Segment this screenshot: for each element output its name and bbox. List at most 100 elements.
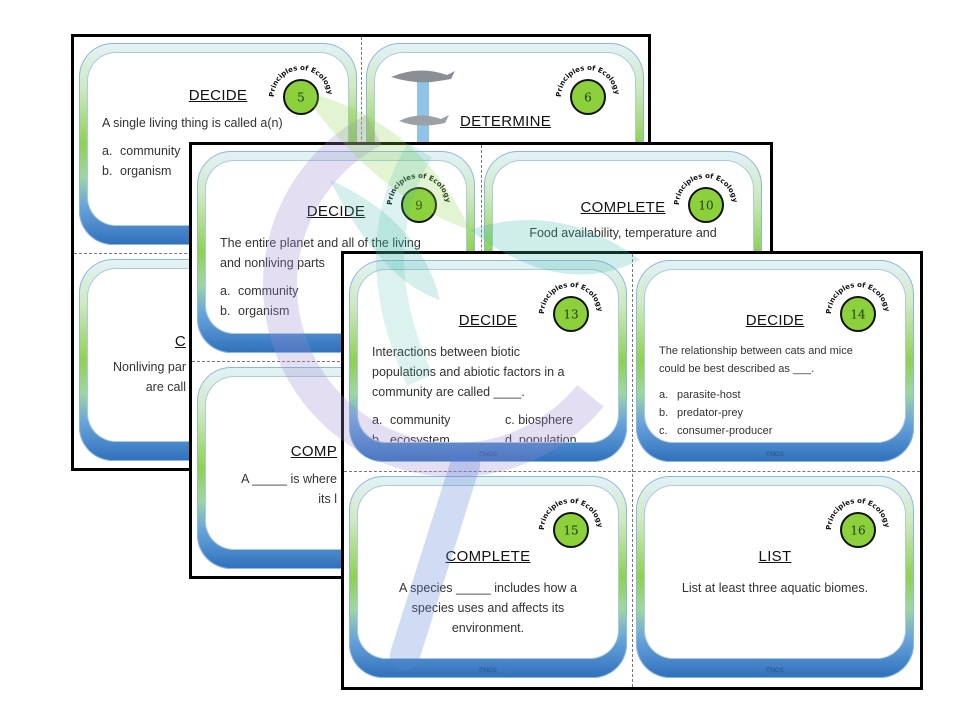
option-letter: c.	[659, 425, 668, 437]
card-title: COMP	[290, 443, 337, 460]
question-line: Food availability, temperature and	[529, 226, 717, 240]
answer-option-row: b. organism	[220, 301, 452, 321]
task-card-content: Principles of Ecology 14 DECIDE The relati…	[645, 270, 905, 442]
copyright-label: ©NGS	[479, 668, 497, 674]
answer-option-row: c. consumer-producer	[659, 422, 891, 440]
option-letter: a.	[372, 413, 383, 427]
card-question: List at least three aquatic biomes.	[659, 578, 891, 598]
question-line: Interactions between biotic	[372, 345, 521, 359]
task-card-sheet-front: Principles of Ecology 13 DECIDE Interactio…	[341, 251, 923, 690]
card-title: COMPLETE	[580, 199, 666, 216]
card-title: DECIDE	[188, 87, 248, 104]
answer-option-row: d.scavenger-carrion	[659, 440, 891, 442]
card-number-badge: Principles of Ecology 9	[386, 172, 452, 223]
answer-option-row: a. community	[220, 281, 452, 301]
card-question: A single living thing is called a(n) a. co…	[102, 113, 334, 181]
card-number: 10	[698, 199, 713, 213]
question-line: are call	[145, 380, 186, 394]
card-title: LIST	[758, 548, 792, 565]
card-question: The relationship between cats and mice co…	[659, 342, 891, 442]
question-line: A species _____ includes how a	[399, 581, 577, 595]
card-title: DETERMINE	[460, 113, 552, 130]
task-card: Principles of Ecology 14 DECIDE The relati…	[636, 260, 914, 462]
card-title: DECIDE	[745, 312, 805, 329]
question-line: The relationship between cats and mice	[659, 345, 853, 357]
card-question: Nonliving par are call	[98, 357, 186, 397]
question-line: species uses and affects its	[411, 601, 565, 615]
option-letter: a.	[659, 389, 669, 401]
card-question: The entire planet and all of the living a…	[220, 233, 452, 321]
card-number: 14	[850, 308, 866, 322]
option-text: scavenger-carrion	[677, 440, 792, 442]
card-number-badge: Principles of Ecology 5	[268, 64, 334, 115]
badge-circle	[840, 512, 876, 548]
option-text: c. biosphere	[505, 413, 574, 427]
badge-circle	[553, 512, 589, 548]
task-card: Principles of Ecology 13 DECIDE Interactio…	[349, 260, 627, 462]
option-text: consumer-producer	[677, 425, 773, 437]
card-number: 13	[563, 308, 578, 322]
card-title: COMPLETE	[445, 548, 531, 565]
copyright-label: ©NGS	[766, 668, 784, 674]
option-letter: a.	[220, 284, 231, 298]
card-title: DECIDE	[306, 203, 366, 220]
option-text: predator-prey	[677, 407, 744, 419]
card-number-badge: Principles of Ecology 10	[673, 172, 739, 223]
card-number-badge: Principles of Ecology 14	[825, 281, 891, 332]
option-text: d. population	[505, 433, 577, 442]
card-number-badge: Principles of Ecology 13	[538, 281, 604, 332]
card-number: 16	[850, 524, 865, 538]
question-line: A _____ is where	[241, 472, 337, 486]
copyright-label: ©NGS	[479, 452, 497, 458]
option-text: parasite-host	[677, 389, 741, 401]
copyright-label: ©NGS	[766, 452, 784, 458]
card-question: A species _____ includes how a species us…	[372, 578, 604, 638]
option-text: organism	[238, 304, 290, 318]
option-text: community	[238, 284, 299, 298]
card-title: C	[174, 333, 186, 350]
option-text: community	[120, 144, 181, 158]
question-line: populations and abiotic factors in a	[372, 365, 565, 379]
question-line: List at least three aquatic biomes.	[681, 581, 869, 595]
task-card-content: Principles of Ecology 16 LIST List at leas…	[645, 486, 905, 658]
question-line: environment.	[451, 621, 525, 635]
answer-options: a. community b.organism	[102, 141, 334, 181]
answer-options: a. community b. organism	[220, 281, 452, 321]
card-number-badge: Principles of Ecology 15	[538, 497, 604, 548]
badge-circle	[688, 187, 724, 223]
food-chain-image	[391, 70, 455, 166]
card-title: DECIDE	[458, 312, 518, 329]
task-card: Principles of Ecology 16 LIST List at leas…	[636, 476, 914, 678]
task-card: Principles of Ecology 15 COMPLETE A specie…	[349, 476, 627, 678]
option-letter: b.	[220, 304, 231, 318]
question-line: A single living thing is called a(n)	[102, 116, 283, 130]
badge-circle	[840, 296, 876, 332]
badge-circle	[553, 296, 589, 332]
answer-option-row: a. community	[102, 141, 334, 161]
option-letter: b.	[372, 433, 383, 442]
card-number-badge: Principles of Ecology 6	[555, 64, 621, 115]
answer-option-row: b. ecosystem d. population	[372, 430, 604, 442]
task-card-content: Principles of Ecology 15 COMPLETE A specie…	[358, 486, 618, 658]
card-number: 5	[297, 91, 305, 105]
option-text: organism	[120, 164, 172, 178]
option-text: community	[390, 413, 451, 427]
card-number: 15	[563, 524, 578, 538]
card-number-badge: Principles of Ecology 16	[825, 497, 891, 548]
question-line: The entire planet and all of the living	[220, 236, 421, 250]
question-line: could be best described as ___.	[659, 363, 815, 375]
answer-option-row: b.organism	[102, 161, 334, 181]
option-text: ecosystem	[390, 433, 450, 442]
answer-options: a. community c. biosphere b. ecosystem d. pop…	[372, 410, 604, 442]
card-question: Interactions between biotic populations a…	[372, 342, 604, 442]
option-letter: a.	[102, 144, 113, 158]
badge-circle	[401, 187, 437, 223]
answer-option-row: a. parasite-host	[659, 386, 891, 404]
answer-option-row: b.predator-prey	[659, 404, 891, 422]
answer-options: a. parasite-host b.predator-prey c. consumer…	[659, 386, 891, 442]
question-line: its l	[318, 492, 337, 506]
question-line: and nonliving parts	[220, 256, 325, 270]
card-number: 6	[584, 91, 592, 105]
question-line: Nonliving par	[113, 360, 186, 374]
card-question: Food availability, temperature and	[507, 223, 739, 243]
